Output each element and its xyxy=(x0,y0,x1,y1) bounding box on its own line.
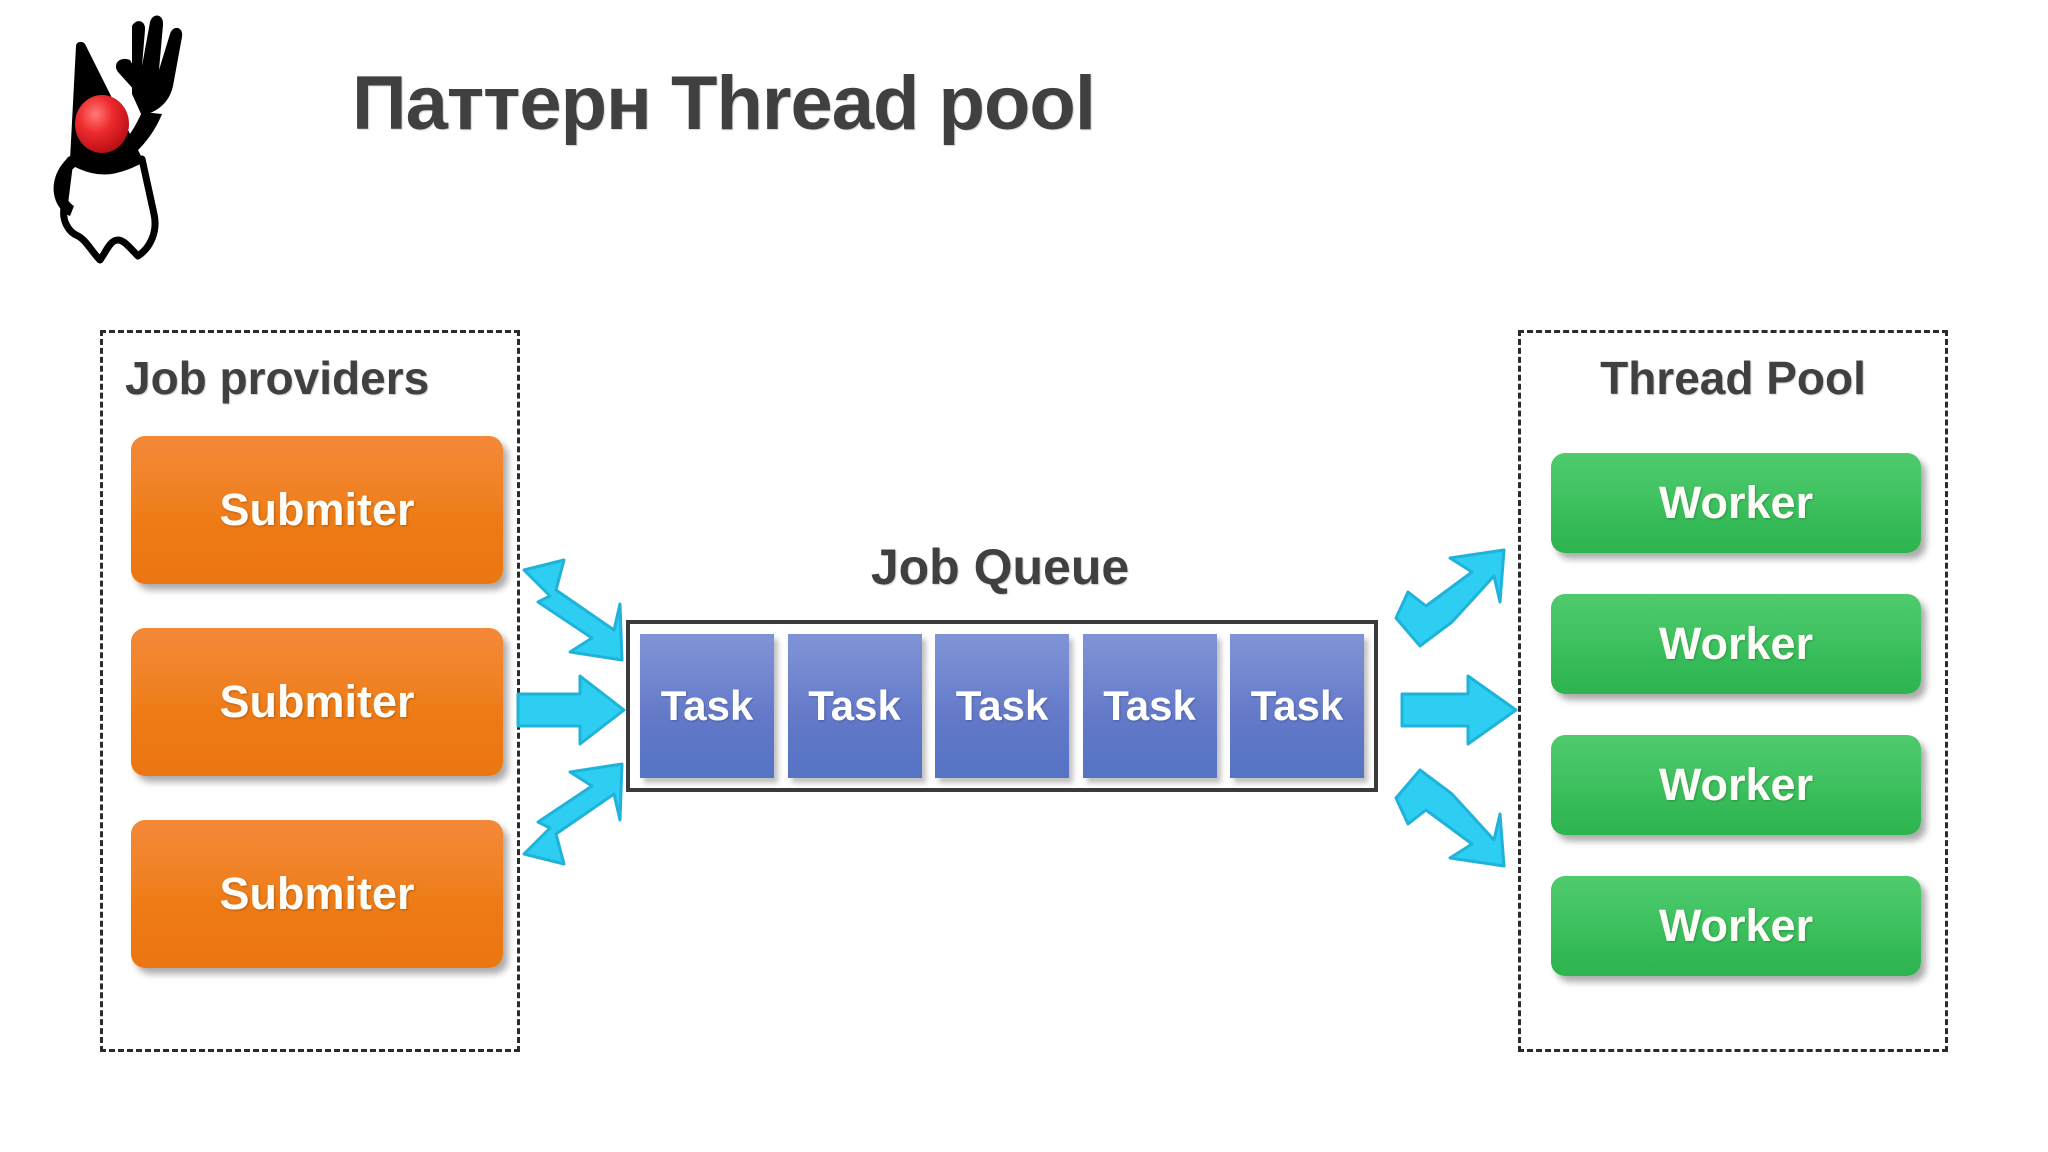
arrow-queue-to-worker-down-icon xyxy=(1390,760,1510,870)
task-box[interactable]: Task xyxy=(935,634,1069,778)
worker-box[interactable]: Worker xyxy=(1551,453,1921,553)
page-title: Паттерн Thread pool xyxy=(352,61,1096,146)
worker-label: Worker xyxy=(1658,477,1814,528)
task-label: Task xyxy=(1250,682,1344,729)
thread-pool-panel: Thread Pool Worker Worker Worker Worker xyxy=(1518,330,1948,1052)
arrow-submiter-to-queue-right-icon xyxy=(516,672,626,748)
job-providers-title: Job providers xyxy=(125,352,430,404)
submiter-label: Submiter xyxy=(219,484,415,535)
task-box[interactable]: Task xyxy=(640,634,774,778)
worker-box[interactable]: Worker xyxy=(1551,594,1921,694)
job-providers-panel: Job providers Submiter Submiter Submiter xyxy=(100,330,520,1052)
arrow-submiter-to-queue-down-icon xyxy=(516,556,626,666)
job-queue-title: Job Queue xyxy=(870,539,1130,595)
task-box[interactable]: Task xyxy=(787,634,922,778)
worker-box[interactable]: Worker xyxy=(1551,735,1921,835)
task-label: Task xyxy=(660,682,754,729)
task-label: Task xyxy=(955,682,1049,729)
worker-label: Worker xyxy=(1658,618,1814,669)
task-label: Task xyxy=(1103,682,1196,729)
submiter-box[interactable]: Submiter xyxy=(131,628,503,776)
task-box[interactable]: Task xyxy=(1230,634,1364,778)
job-queue-container: Task Task Task Task Task xyxy=(626,620,1378,792)
submiter-box[interactable]: Submiter xyxy=(131,820,503,968)
submiter-box[interactable]: Submiter xyxy=(131,436,503,584)
submiter-label: Submiter xyxy=(219,868,415,919)
task-box[interactable]: Task xyxy=(1082,634,1217,778)
thread-pool-title: Thread Pool xyxy=(1600,352,1866,404)
arrow-queue-to-worker-up-icon xyxy=(1390,546,1510,656)
worker-label: Worker xyxy=(1658,759,1814,810)
arrow-submiter-to-queue-up-icon xyxy=(516,758,626,868)
task-label: Task xyxy=(808,682,901,729)
worker-box[interactable]: Worker xyxy=(1551,876,1921,976)
submiter-label: Submiter xyxy=(219,676,415,727)
java-duke-logo xyxy=(14,8,194,278)
arrow-queue-to-worker-right-icon xyxy=(1400,672,1518,748)
worker-label: Worker xyxy=(1658,900,1814,951)
